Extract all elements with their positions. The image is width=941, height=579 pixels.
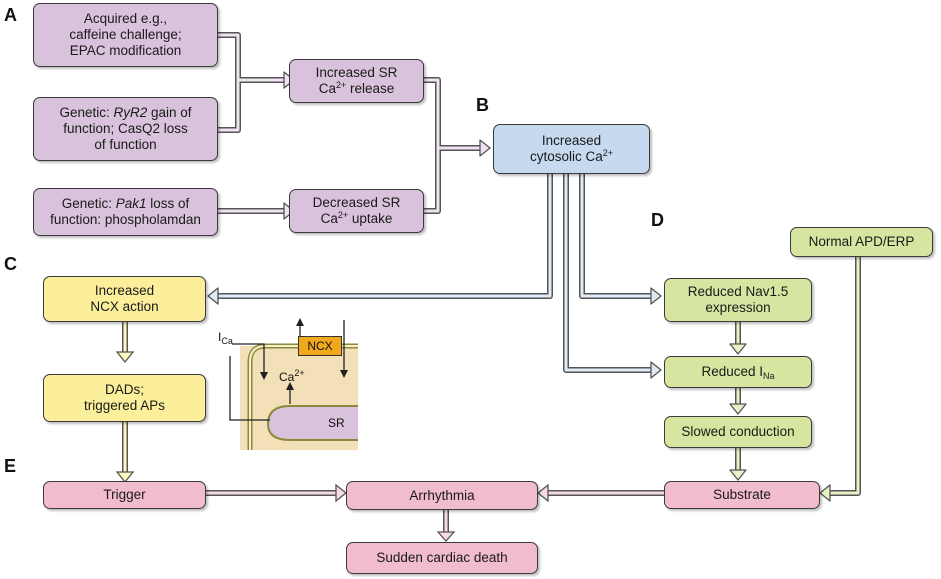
- ncx-action-line-1: Increased: [94, 283, 155, 298]
- nav15-line-1: Reduced Nav1.5: [687, 284, 789, 299]
- green-connectors: [729, 257, 861, 502]
- pak1-gene: Pak1: [115, 196, 147, 211]
- cell-ca-sup: 2+: [294, 368, 305, 378]
- sr-uptake-rest: uptake: [348, 211, 393, 226]
- arrhythmia-box: Arrhythmia: [346, 481, 538, 510]
- dads-box: DADs; triggered APs: [43, 374, 206, 422]
- genetic-pak1-prefix: Genetic:: [61, 196, 116, 211]
- sr-uptake-ca: Ca: [320, 211, 338, 226]
- sr-uptake-line-1: Decreased SR: [312, 195, 401, 210]
- panel-label-e: E: [4, 456, 17, 476]
- genetic-pak1-suffix: loss of: [146, 196, 190, 211]
- cell-ca-text: Ca: [279, 370, 295, 384]
- ncx-action-box: Increased NCX action: [43, 276, 206, 322]
- cytosolic-line-1: Increased: [541, 133, 602, 148]
- ryr2-gene: RyR2: [113, 105, 148, 120]
- ncx-action-line-2: NCX action: [90, 299, 159, 314]
- blue-connectors: [207, 174, 662, 379]
- sr-release-line-1: Increased SR: [315, 65, 398, 80]
- reduced-ina-text: Reduced INa: [701, 364, 775, 381]
- slowed-conduction-box: Slowed conduction: [664, 416, 812, 448]
- acquired-line-1: Acquired e.g.,: [83, 11, 168, 26]
- ica-label: ICa: [218, 330, 233, 346]
- acquired-line-3: EPAC modification: [69, 43, 182, 58]
- reduced-ina-prefix: Reduced I: [701, 364, 764, 379]
- panel-label-d: D: [651, 210, 664, 230]
- normal-apd-erp-text: Normal APD/ERP: [808, 234, 915, 249]
- genetic-ryr2-prefix: Genetic:: [59, 105, 114, 120]
- sr-release-ca: Ca: [318, 81, 336, 96]
- sr-label: SR: [328, 416, 345, 430]
- acquired-line-2: caffeine challenge;: [69, 27, 182, 42]
- cytosolic-sup: 2+: [602, 148, 614, 158]
- normal-apd-erp-box: Normal APD/ERP: [790, 227, 933, 257]
- genetic-pak1-line-1: Genetic: Pak1 loss of: [62, 196, 190, 212]
- cytosolic-text: cytosolic Ca: [529, 149, 603, 164]
- panel-label-a: A: [4, 5, 17, 25]
- panel-label-b: B: [476, 95, 489, 115]
- genetic-ryr2-line-2: function; CasQ2 loss: [63, 121, 188, 136]
- nav15-box: Reduced Nav1.5 expression: [664, 278, 812, 322]
- pink-connectors: [206, 483, 664, 542]
- arrhythmia-text: Arrhythmia: [409, 487, 475, 503]
- sudden-cardiac-death-text: Sudden cardiac death: [376, 550, 508, 565]
- genetic-ryr2-line-1: Genetic: RyR2 gain of: [59, 105, 191, 121]
- sr-uptake-sup: 2+: [337, 210, 349, 220]
- cell-inset: [229, 318, 358, 450]
- acquired-box: Acquired e.g., caffeine challenge; EPAC …: [33, 3, 218, 67]
- genetic-ryr2-line-3: of function: [94, 137, 157, 152]
- ica-text: I: [218, 330, 222, 344]
- sr-uptake-box: Decreased SR Ca2+ uptake: [289, 189, 424, 233]
- sr-release-box: Increased SR Ca2+ release: [289, 59, 424, 103]
- slowed-conduction-text: Slowed conduction: [681, 424, 795, 439]
- genetic-ryr2-suffix: gain of: [147, 105, 192, 120]
- ica-sub: Ca: [221, 336, 233, 346]
- trigger-box: Trigger: [43, 481, 206, 509]
- substrate-text: Substrate: [713, 487, 771, 502]
- sudden-cardiac-death-box: Sudden cardiac death: [346, 542, 538, 574]
- yellow-connectors: [115, 322, 135, 484]
- substrate-box: Substrate: [664, 481, 820, 509]
- reduced-ina-box: Reduced INa: [664, 356, 812, 388]
- panel-label-c: C: [4, 254, 17, 274]
- genetic-pak1-box: Genetic: Pak1 loss of function: phosphol…: [33, 188, 218, 236]
- sr-release-sup: 2+: [335, 80, 347, 90]
- cell-ca-label: Ca2+: [279, 368, 305, 385]
- sr-compartment: [266, 405, 358, 441]
- cytosolic-line-2: cytosolic Ca2+: [530, 149, 613, 165]
- dads-line-1: DADs;: [104, 382, 144, 397]
- genetic-ryr2-box: Genetic: RyR2 gain of function; CasQ2 lo…: [33, 97, 218, 161]
- sr-uptake-line-2: Ca2+ uptake: [321, 211, 393, 227]
- sr-release-rest: release: [346, 81, 395, 96]
- reduced-ina-sub: Na: [763, 371, 775, 381]
- trigger-text: Trigger: [103, 487, 146, 502]
- sr-release-line-2: Ca2+ release: [319, 81, 395, 97]
- ncx-exchanger: NCX: [298, 336, 342, 356]
- dads-line-2: triggered APs: [83, 398, 166, 413]
- ncx-text: NCX: [307, 339, 333, 353]
- genetic-pak1-line-2: function: phospholamdan: [50, 212, 201, 227]
- cytosolic-ca-box: Increased cytosolic Ca2+: [493, 124, 650, 174]
- purple-connectors: [218, 32, 491, 220]
- nav15-line-2: expression: [705, 300, 771, 315]
